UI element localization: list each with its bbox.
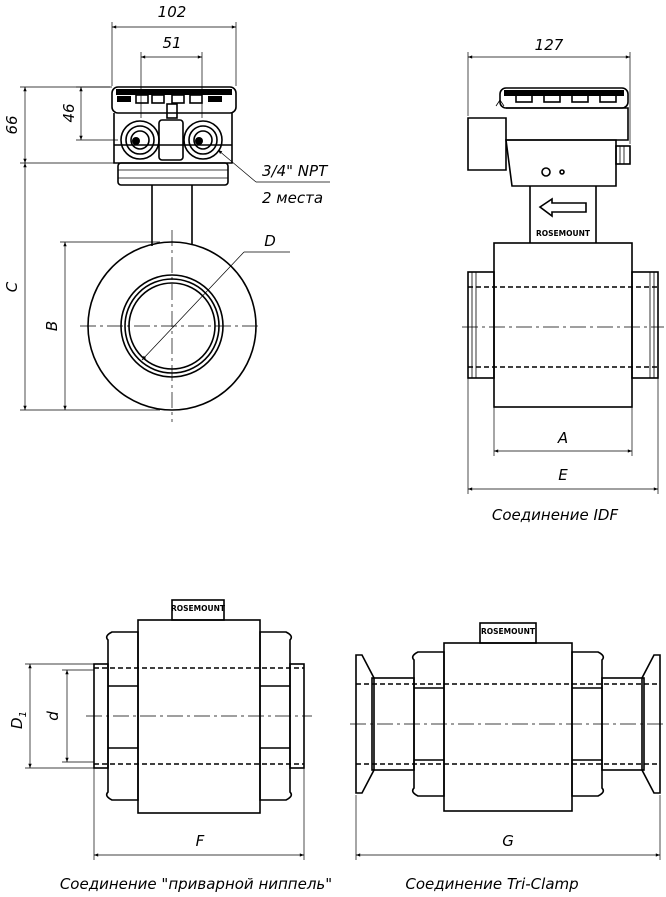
dimension-E-label: E bbox=[558, 466, 568, 484]
caption-triclamp: Соединение Tri-Clamp bbox=[405, 875, 578, 893]
dimension-d: d bbox=[44, 669, 94, 763]
dimension-G-label: G bbox=[502, 832, 514, 850]
dimension-B: B bbox=[43, 241, 160, 410]
flow-tube-front bbox=[80, 230, 262, 422]
hex-nut-right-tc bbox=[571, 651, 605, 797]
transmitter-head bbox=[111, 86, 237, 186]
dimension-127-label: 127 bbox=[535, 36, 564, 54]
dimension-A: A bbox=[493, 407, 633, 456]
dimension-F-label: F bbox=[196, 832, 205, 850]
dimension-D1-label: D bbox=[8, 717, 26, 729]
svg-text:D1: D1 bbox=[8, 711, 29, 729]
conduit-port-right bbox=[183, 120, 223, 160]
dimension-D1: D1 bbox=[8, 663, 94, 769]
dimension-C: C bbox=[3, 163, 160, 411]
tri-clamp-view: ROSEMOUNT G Соединение Tri-Clamp bbox=[350, 622, 664, 893]
hex-nut-left bbox=[105, 631, 139, 801]
dimension-46: 46 bbox=[60, 86, 118, 141]
dimension-E: E bbox=[467, 378, 659, 494]
dimension-46-label: 46 bbox=[60, 103, 78, 122]
flow-tube-side bbox=[462, 242, 664, 408]
conduit-port-left bbox=[120, 120, 160, 160]
neck-side: ROSEMOUNT bbox=[529, 186, 597, 243]
dimension-F: F bbox=[93, 768, 305, 860]
dimension-127: 127 bbox=[467, 36, 631, 144]
dimension-51-label: 51 bbox=[162, 34, 181, 52]
dimension-51: 51 bbox=[140, 34, 203, 118]
brand-label-weld: ROSEMOUNT bbox=[171, 604, 226, 613]
hex-nut-left-tc bbox=[411, 651, 445, 797]
brand-label-side: ROSEMOUNT bbox=[536, 229, 591, 238]
caption-weld: Соединение "приварной ниппель" bbox=[60, 875, 332, 893]
conduit-thread-label: 3/4" NPT bbox=[262, 162, 329, 180]
dimension-D: D bbox=[141, 232, 290, 361]
conduit-callout: 3/4" NPT 2 места bbox=[217, 149, 330, 207]
neck bbox=[151, 185, 193, 246]
side-view-idf: ROSEMOUNT 127 A bbox=[462, 36, 664, 524]
brand-label-triclamp: ROSEMOUNT bbox=[481, 627, 536, 636]
dimension-D1-subscript: 1 bbox=[18, 711, 29, 717]
dimension-G: G bbox=[355, 795, 661, 860]
caption-idf: Соединение IDF bbox=[492, 506, 619, 524]
dimension-C-label: C bbox=[3, 281, 21, 292]
dimension-102: 102 bbox=[111, 3, 237, 86]
hex-nut-right bbox=[259, 631, 293, 801]
front-view: 102 51 46 66 C B bbox=[3, 3, 330, 422]
dimension-D-label: D bbox=[264, 232, 276, 250]
dimension-A-label: A bbox=[557, 429, 568, 447]
dimension-66: 66 bbox=[3, 86, 114, 164]
dimension-66-label: 66 bbox=[3, 115, 21, 134]
flow-direction-arrow-icon bbox=[538, 197, 587, 218]
dimension-B-label: B bbox=[43, 321, 61, 331]
transmitter-head-side bbox=[467, 87, 631, 187]
weld-nipple-view: ROSEMOUNT D1 d bbox=[8, 599, 332, 893]
dimension-d-label: d bbox=[44, 711, 62, 721]
dimension-102-label: 102 bbox=[158, 3, 187, 21]
conduit-count-label: 2 места bbox=[262, 189, 323, 207]
